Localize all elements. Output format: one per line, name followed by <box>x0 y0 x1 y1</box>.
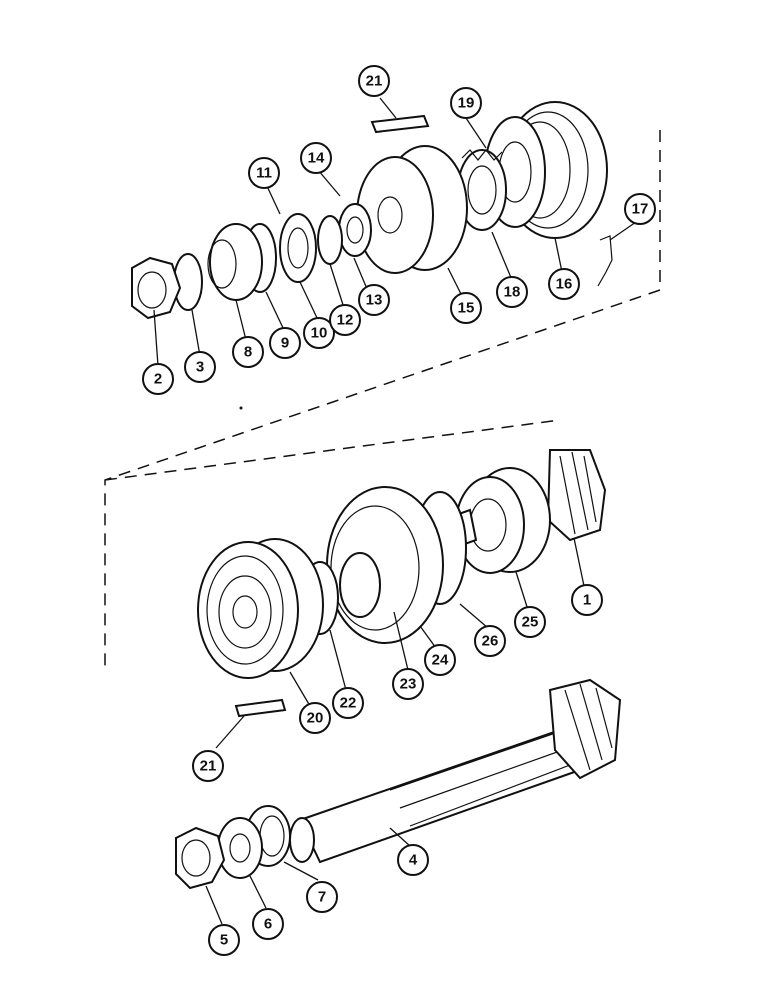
svg-text:11: 11 <box>256 165 272 182</box>
callout-24: 24 <box>424 644 456 676</box>
svg-text:16: 16 <box>556 276 573 293</box>
part-17-clip <box>597 235 613 287</box>
callout-23: 23 <box>392 668 424 700</box>
callout-20: 20 <box>299 702 331 734</box>
part-23-collar <box>339 552 381 618</box>
callout-21-lower: 21 <box>192 750 224 782</box>
part-6-lock-washer <box>217 817 263 879</box>
svg-text:12: 12 <box>337 312 354 329</box>
part-25-bearing <box>455 467 551 574</box>
part-13-coupler <box>338 203 372 257</box>
callout-3: 3 <box>184 351 216 383</box>
svg-text:1: 1 <box>583 592 591 609</box>
svg-text:14: 14 <box>308 150 325 167</box>
callout-22: 22 <box>332 687 364 719</box>
assembly-boundary-dashed <box>104 130 661 668</box>
part-21-key-lower <box>234 698 287 718</box>
callout-4: 4 <box>397 844 429 876</box>
svg-text:3: 3 <box>196 359 204 376</box>
leader-lines <box>153 97 637 925</box>
part-16-hub <box>484 101 608 239</box>
svg-text:2: 2 <box>154 371 162 388</box>
callout-12: 12 <box>329 304 361 336</box>
svg-text:10: 10 <box>311 325 328 342</box>
callout-15: 15 <box>450 292 482 324</box>
callout-18: 18 <box>496 276 528 308</box>
svg-text:22: 22 <box>340 695 357 712</box>
callout-7: 7 <box>306 881 338 913</box>
svg-text:19: 19 <box>458 95 475 112</box>
callout-13: 13 <box>358 284 390 316</box>
part-1-pinion <box>546 449 607 542</box>
svg-text:21: 21 <box>200 758 217 775</box>
svg-text:7: 7 <box>318 889 326 906</box>
callout-2: 2 <box>142 363 174 395</box>
part-12-ring <box>317 215 343 265</box>
callout-9: 9 <box>269 327 301 359</box>
part-10-ring <box>279 213 317 283</box>
callout-16: 16 <box>548 268 580 300</box>
part-20-ring-gear <box>197 538 324 679</box>
callout-21-upper: 21 <box>358 65 390 97</box>
part-5-nut <box>175 826 226 890</box>
svg-text:21: 21 <box>366 73 383 90</box>
callout-19: 19 <box>450 87 482 119</box>
lower-shaft-assembly <box>175 678 622 890</box>
callout-11: 11 <box>248 157 280 189</box>
svg-text:18: 18 <box>504 284 521 301</box>
callout-6: 6 <box>252 908 284 940</box>
svg-text:4: 4 <box>409 852 418 869</box>
callout-17: 17 <box>624 193 656 225</box>
svg-text:20: 20 <box>307 710 324 727</box>
callout-5: 5 <box>208 924 240 956</box>
svg-text:24: 24 <box>432 652 449 669</box>
part-21-key-upper <box>370 114 430 134</box>
callout-26: 26 <box>474 625 506 657</box>
svg-text:17: 17 <box>632 201 649 218</box>
svg-text:5: 5 <box>220 932 228 949</box>
svg-text:6: 6 <box>264 916 272 933</box>
callout-1: 1 <box>571 584 603 616</box>
svg-text:25: 25 <box>522 614 539 631</box>
callout-14: 14 <box>300 142 332 174</box>
upper-shaft-assembly <box>131 101 613 320</box>
reference-dot <box>239 406 243 410</box>
svg-text:15: 15 <box>458 300 475 317</box>
part-8-bearing <box>207 223 263 301</box>
svg-text:26: 26 <box>482 633 499 650</box>
part-4-shaft <box>289 678 622 864</box>
middle-shaft-assembly <box>197 449 607 718</box>
part-15-gear <box>356 145 468 274</box>
svg-text:23: 23 <box>400 676 417 693</box>
callout-8: 8 <box>232 336 264 368</box>
svg-text:9: 9 <box>281 335 289 352</box>
callout-25: 25 <box>514 606 546 638</box>
svg-text:8: 8 <box>244 344 252 361</box>
svg-text:13: 13 <box>366 292 383 309</box>
callout-10: 10 <box>303 317 335 349</box>
part-2-nut <box>131 256 182 320</box>
